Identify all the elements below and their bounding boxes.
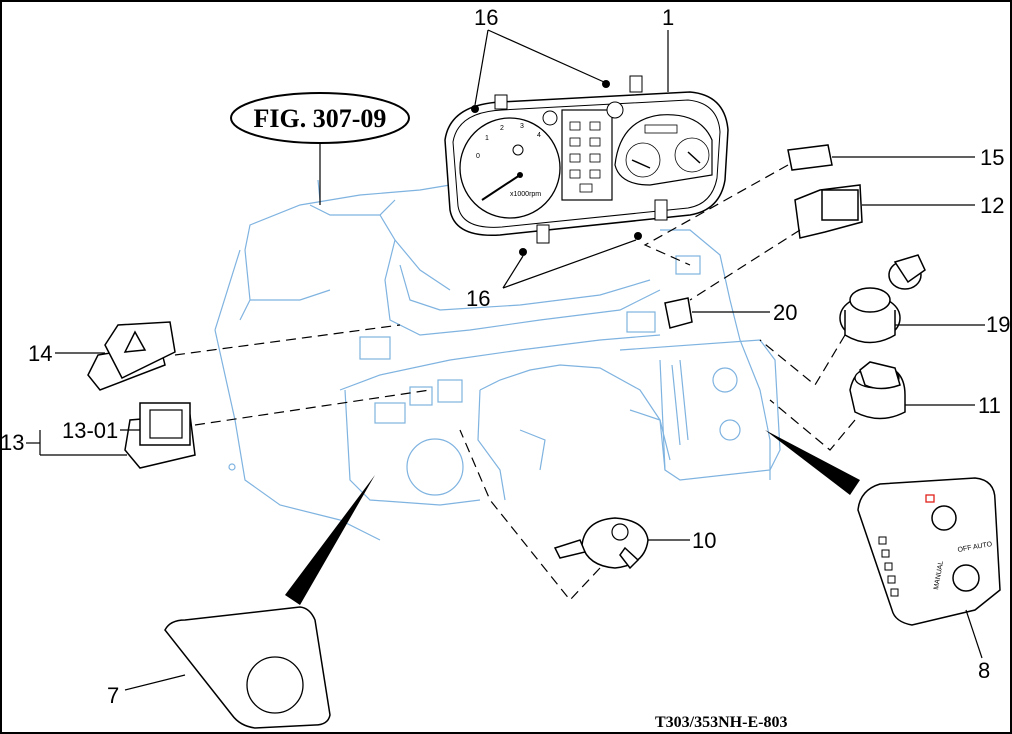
tachometer-gauge — [459, 117, 561, 219]
part-12-switch — [794, 184, 863, 239]
pointer-wedge-7 — [285, 475, 375, 605]
hour-meter — [644, 124, 678, 134]
callout-13: 13 — [0, 430, 24, 455]
tach-tick-0: 0 — [476, 153, 480, 160]
panel-knob-bottom — [952, 564, 980, 592]
lamp-icon — [579, 183, 593, 193]
lamp-icon — [589, 121, 601, 131]
callout-13-01: 13-01 — [62, 418, 118, 443]
callout-11: 11 — [978, 393, 1001, 418]
lamp-icon — [569, 153, 581, 163]
callout-1: 1 — [662, 5, 674, 30]
part-13-switch — [124, 402, 196, 469]
lamp-icon — [569, 137, 581, 147]
screw-icon — [519, 248, 527, 256]
lamp-icon — [569, 169, 581, 179]
tach-tick-4: 4 — [537, 132, 541, 139]
part-14-hazard-switch — [87, 321, 176, 391]
warning-lamp-panel — [561, 109, 613, 201]
panel-knob-top — [931, 505, 957, 531]
callout-12: 12 — [980, 193, 1004, 218]
drawing-code: T303/353NH-E-803 — [655, 714, 787, 731]
callout-8: 8 — [978, 658, 990, 683]
panel-manual-label: MANUAL — [933, 560, 945, 590]
pointer-wedge-8 — [765, 430, 860, 495]
tachometer-needle — [481, 174, 521, 201]
part-7-cover — [164, 606, 331, 729]
lamp-icon — [569, 121, 581, 131]
part-15-lens — [787, 144, 833, 171]
figure-title: FIG. 307-09 — [254, 104, 387, 133]
warning-icon — [925, 494, 935, 503]
screw-icon — [634, 232, 642, 240]
tach-tick-2: 2 — [500, 125, 504, 132]
hazard-triangle-icon — [123, 330, 147, 353]
instrument-cluster: x1000rpm 0 1 2 3 4 — [444, 75, 729, 256]
callout-14: 14 — [28, 341, 52, 366]
dashboard-housing — [214, 179, 781, 541]
rpm-unit-label: x1000rpm — [510, 191, 541, 198]
lamp-icon — [589, 169, 601, 179]
callout-16-bottom: 16 — [466, 286, 490, 311]
lamp-icon — [589, 153, 601, 163]
callout-15: 15 — [980, 145, 1004, 170]
tach-tick-3: 3 — [520, 123, 524, 130]
callout-20: 20 — [773, 300, 797, 325]
cover-hole — [246, 656, 304, 714]
tach-tick-1: 1 — [485, 135, 489, 142]
fuel-temp-gauge-panel — [614, 114, 713, 186]
part-11-rotary-switch — [849, 361, 906, 420]
callout-19: 19 — [986, 312, 1010, 337]
part-19-key-switch — [839, 254, 926, 344]
part-10-light-switch — [553, 517, 649, 570]
part-20-plug — [664, 297, 693, 329]
part-8-control-panel: OFF AUTO MANUAL — [857, 477, 1001, 626]
screw-icon — [471, 105, 479, 113]
callout-16-top: 16 — [474, 5, 498, 30]
callout-10: 10 — [692, 528, 716, 553]
lamp-icon — [589, 137, 601, 147]
callout-7: 7 — [107, 683, 119, 708]
